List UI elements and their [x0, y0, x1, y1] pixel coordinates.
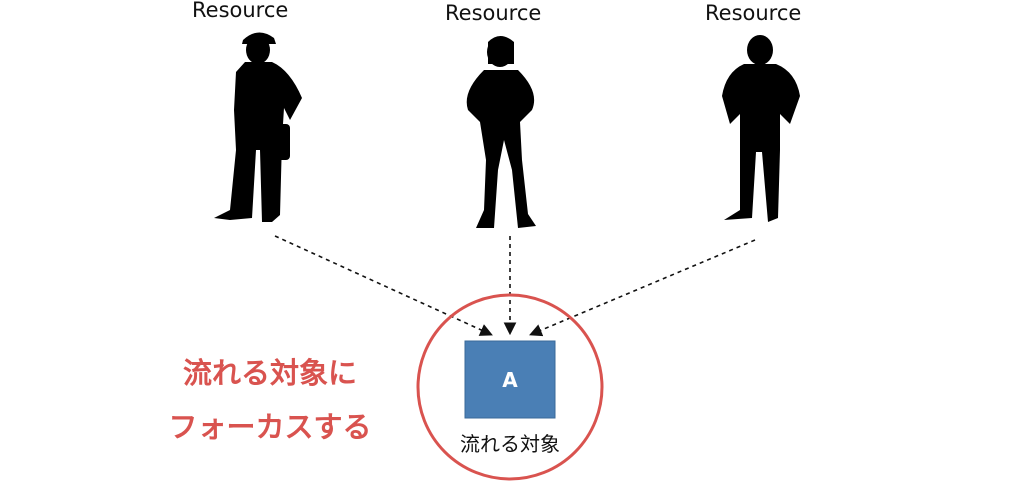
- target-caption: 流れる対象: [420, 428, 600, 457]
- target-box-label: A: [465, 341, 555, 418]
- focus-line-1: 流れる対象に: [150, 346, 390, 400]
- man-silhouette-icon: [722, 35, 800, 222]
- resource-label-1: Resource: [192, 0, 288, 22]
- arrow-right-resource: [532, 240, 755, 334]
- woman-silhouette-icon: [467, 36, 536, 228]
- focus-message: 流れる対象に フォーカスする: [150, 346, 390, 454]
- resource-label-3: Resource: [705, 1, 801, 25]
- arrow-left-resource: [275, 236, 490, 334]
- cropped-heading-fragment: ▔▔: [92, 0, 126, 11]
- resource-label-2: Resource: [445, 1, 541, 25]
- focus-line-2: フォーカスする: [150, 400, 390, 454]
- worker-silhouette-icon: [214, 32, 302, 222]
